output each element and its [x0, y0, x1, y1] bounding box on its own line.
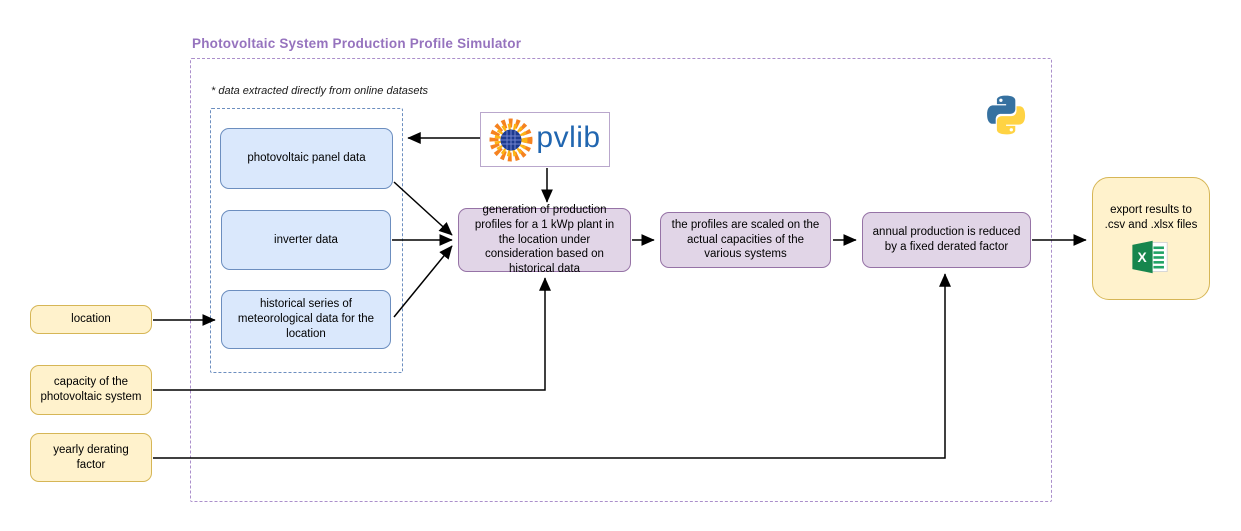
diagram-title: Photovoltaic System Production Profile S…	[192, 36, 522, 51]
node-label: inverter data	[274, 233, 338, 246]
python-logo-icon	[983, 92, 1029, 143]
pvlib-logo-box: pvlib	[480, 112, 610, 167]
node-historical-meteorological-data: historical series of meteorological data…	[221, 290, 391, 349]
node-yearly-derating-input: yearly derating factor	[30, 433, 152, 482]
node-annual-production-derating: annual production is reduced by a fixed …	[862, 212, 1031, 268]
svg-text:X: X	[1138, 250, 1148, 265]
pvlib-wordmark: pvlib	[536, 121, 601, 154]
node-generation-production-profiles: generation of production profiles for a …	[458, 204, 631, 275]
node-label: location	[71, 313, 111, 326]
node-label: capacity of the photovoltaic system	[40, 376, 142, 403]
node-label: annual production is reduced by a fixed …	[872, 226, 1021, 253]
node-profiles-scaling: the profiles are scaled on the actual ca…	[660, 212, 831, 268]
node-capacity-input: capacity of the photovoltaic system	[30, 365, 152, 415]
node-photovoltaic-panel-data: photovoltaic panel data	[220, 128, 393, 189]
node-export-results: export results to .csv and .xlsx files X	[1092, 177, 1210, 300]
node-label: generation of production profiles for a …	[474, 204, 615, 276]
node-label: export results to .csv and .xlsx files	[1104, 204, 1198, 231]
datasets-note: * data extracted directly from online da…	[211, 85, 429, 97]
node-label: the profiles are scaled on the actual ca…	[671, 218, 820, 261]
node-inverter-data: inverter data	[221, 210, 391, 270]
node-location-input: location	[30, 305, 152, 334]
node-label: photovoltaic panel data	[247, 152, 366, 165]
excel-logo-icon: X	[1132, 240, 1168, 274]
pvlib-sun-icon	[489, 118, 533, 161]
node-label: historical series of meteorological data…	[237, 298, 375, 340]
node-label: yearly derating factor	[53, 443, 129, 471]
